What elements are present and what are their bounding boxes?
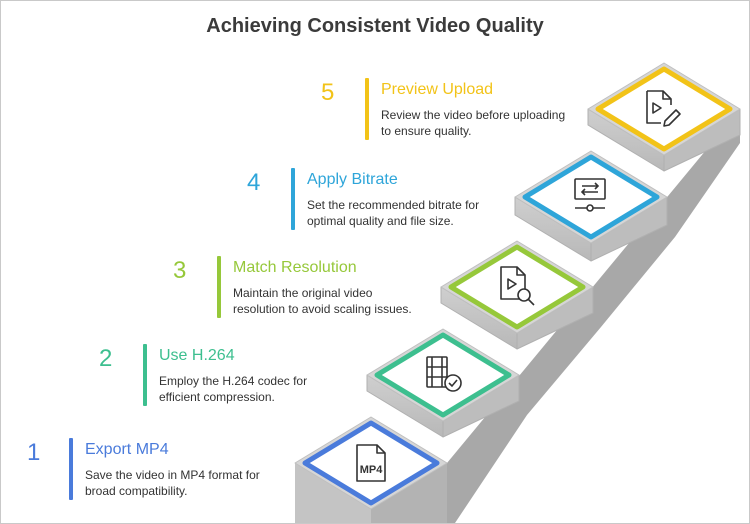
stair-base-left xyxy=(295,463,371,523)
step-number: 1 xyxy=(27,439,41,466)
step-platform-border-5 xyxy=(595,66,733,152)
stair-tops xyxy=(294,62,741,510)
step-description-line: resolution to avoid scaling issues. xyxy=(233,302,412,316)
mp4-icon-label: MP4 xyxy=(360,464,384,476)
video-search-icon xyxy=(500,266,535,306)
step-number: 3 xyxy=(173,257,187,284)
video-edit-icon xyxy=(646,90,681,127)
step-description: Set the recommended bitrate for optimal q… xyxy=(307,197,517,229)
step-description: Save the video in MP4 format for broad co… xyxy=(85,467,295,499)
step-accent-bar xyxy=(365,78,369,140)
step-title: Preview Upload xyxy=(381,81,494,98)
step-description-line: Maintain the original video xyxy=(233,286,373,300)
step-number: 4 xyxy=(247,169,261,196)
step-platform-border-4 xyxy=(522,154,660,240)
film-check-icon xyxy=(426,356,462,392)
step-title: Apply Bitrate xyxy=(307,171,398,188)
step-description-line: Employ the H.264 codec for xyxy=(159,374,308,388)
step-title: Export MP4 xyxy=(85,441,169,458)
step-description-line: Set the recommended bitrate for xyxy=(307,198,480,212)
step-title: Match Resolution xyxy=(233,259,357,276)
step-description-line: optimal quality and file size. xyxy=(307,214,454,228)
bitrate-settings-icon xyxy=(574,178,606,212)
step-description-line: Review the video before uploading xyxy=(381,108,566,122)
step-accent-bar xyxy=(291,168,295,230)
step-title: Use H.264 xyxy=(159,347,235,364)
step-number: 2 xyxy=(99,345,113,372)
stair-base-right xyxy=(371,463,447,523)
step-accent-bar xyxy=(217,256,221,318)
step-description-line: broad compatibility. xyxy=(85,484,188,498)
step-accent-bar xyxy=(69,438,73,500)
step-description: Review the video before uploading to ensu… xyxy=(381,107,591,139)
step-platform-border-1 xyxy=(302,420,440,506)
step-description-line: efficient compression. xyxy=(159,390,275,404)
step-number: 5 xyxy=(321,79,335,106)
step-description-line: to ensure quality. xyxy=(381,124,472,138)
step-description: Maintain the original video resolution to… xyxy=(233,285,443,317)
step-platform-border-2 xyxy=(374,332,512,418)
step-platform-border-3 xyxy=(448,244,586,330)
page-title: Achieving Consistent Video Quality xyxy=(206,15,544,37)
step-description-line: Save the video in MP4 format for xyxy=(85,468,260,482)
stair-body xyxy=(295,108,741,523)
step-description: Employ the H.264 codec for efficient comp… xyxy=(159,373,369,405)
step-accent-bar xyxy=(143,344,147,406)
mp4-file-icon: MP4 xyxy=(356,444,386,482)
